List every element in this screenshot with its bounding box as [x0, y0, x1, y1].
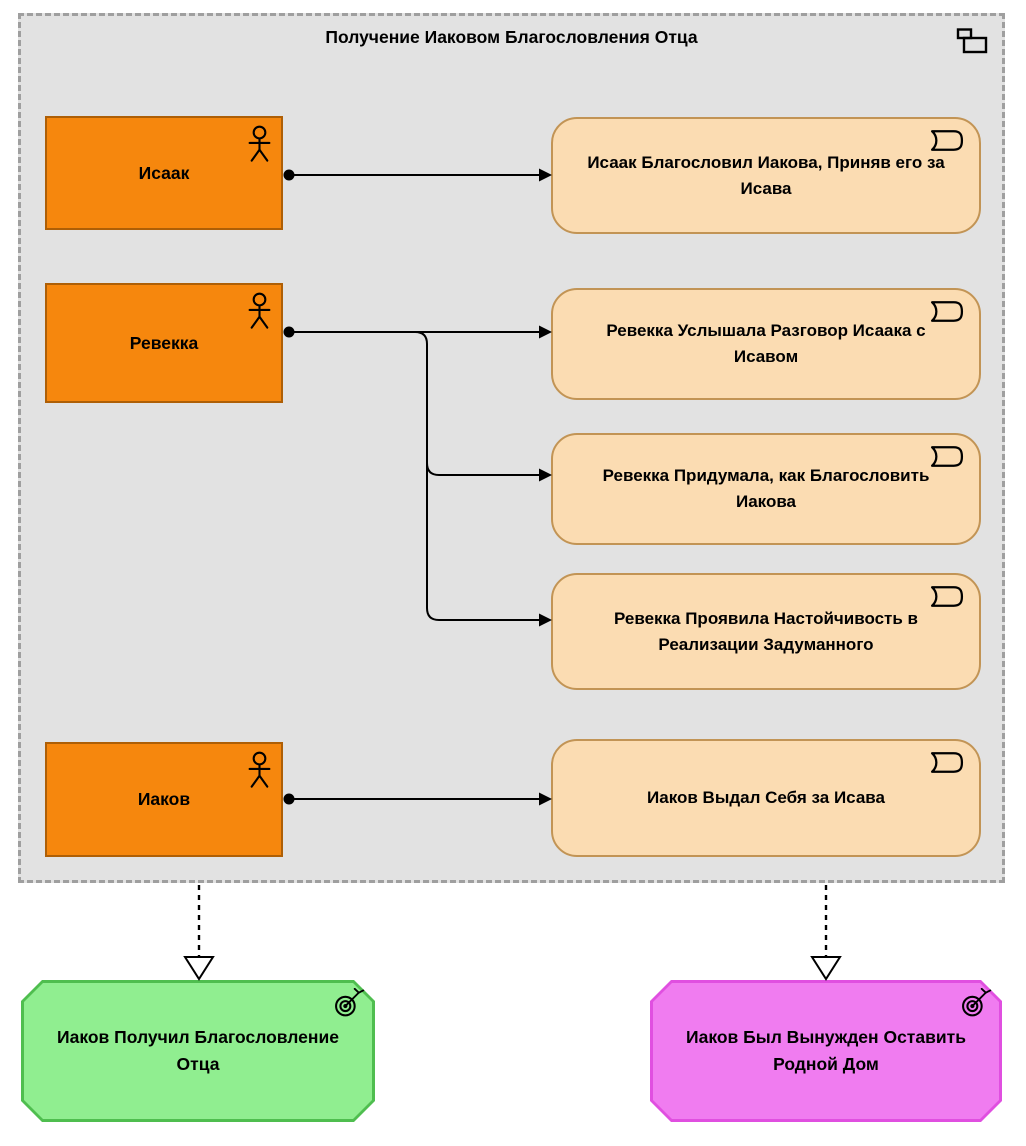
event-label: Исаак Благословил Иакова, Приняв его за … — [587, 152, 945, 198]
goal-label: Иаков Был Вынужден Оставить Родной Дом — [686, 1027, 966, 1074]
actor-iakov[interactable]: Иаков — [45, 742, 283, 857]
event-isaak-blessed-jacob[interactable]: Исаак Благословил Иакова, Приняв его за … — [551, 117, 981, 234]
actor-label: Ревекка — [129, 332, 199, 353]
event-revekka-plan[interactable]: Ревекка Придумала, как Благословить Иако… — [551, 433, 981, 545]
actor-isaak[interactable]: Исаак — [45, 116, 283, 230]
event-label: Иаков Выдал Себя за Исава — [647, 788, 885, 807]
business-event-icon — [928, 129, 965, 160]
business-actor-icon — [247, 751, 272, 794]
goal-jacob-left-home[interactable]: Иаков Был Вынужден Оставить Родной Дом — [650, 980, 1002, 1122]
business-event-icon — [928, 300, 965, 331]
product-icon — [956, 27, 988, 59]
event-revekka-heard[interactable]: Ревекка Услышала Разговор Исаака с Исаво… — [551, 288, 981, 400]
event-revekka-persistence[interactable]: Ревекка Проявила Настойчивость в Реализа… — [551, 573, 981, 690]
event-label: Ревекка Услышала Разговор Исаака с Исаво… — [606, 321, 926, 366]
goal-icon — [334, 988, 365, 1024]
business-actor-icon — [247, 125, 272, 168]
actor-revekka[interactable]: Ревекка — [45, 283, 283, 403]
goal-label: Иаков Получил Благословление Отца — [57, 1027, 339, 1074]
business-actor-icon — [247, 292, 272, 335]
group-title: Получение Иаковом Благословления Отца — [325, 27, 698, 47]
goal-icon — [961, 988, 992, 1024]
actor-label: Исаак — [138, 162, 190, 183]
realization-to-goal-blessing[interactable] — [183, 885, 215, 981]
business-event-icon — [928, 445, 965, 476]
business-event-icon — [928, 751, 965, 782]
business-event-icon — [928, 585, 965, 616]
goal-jacob-received-blessing[interactable]: Иаков Получил Благословление Отца — [21, 980, 375, 1122]
event-jacob-impersonated[interactable]: Иаков Выдал Себя за Исава — [551, 739, 981, 857]
actor-label: Иаков — [137, 789, 191, 809]
event-label: Ревекка Проявила Настойчивость в Реализа… — [613, 608, 919, 654]
realization-to-goal-left-home[interactable] — [810, 885, 842, 981]
event-label: Ревекка Придумала, как Благословить Иако… — [602, 466, 930, 511]
